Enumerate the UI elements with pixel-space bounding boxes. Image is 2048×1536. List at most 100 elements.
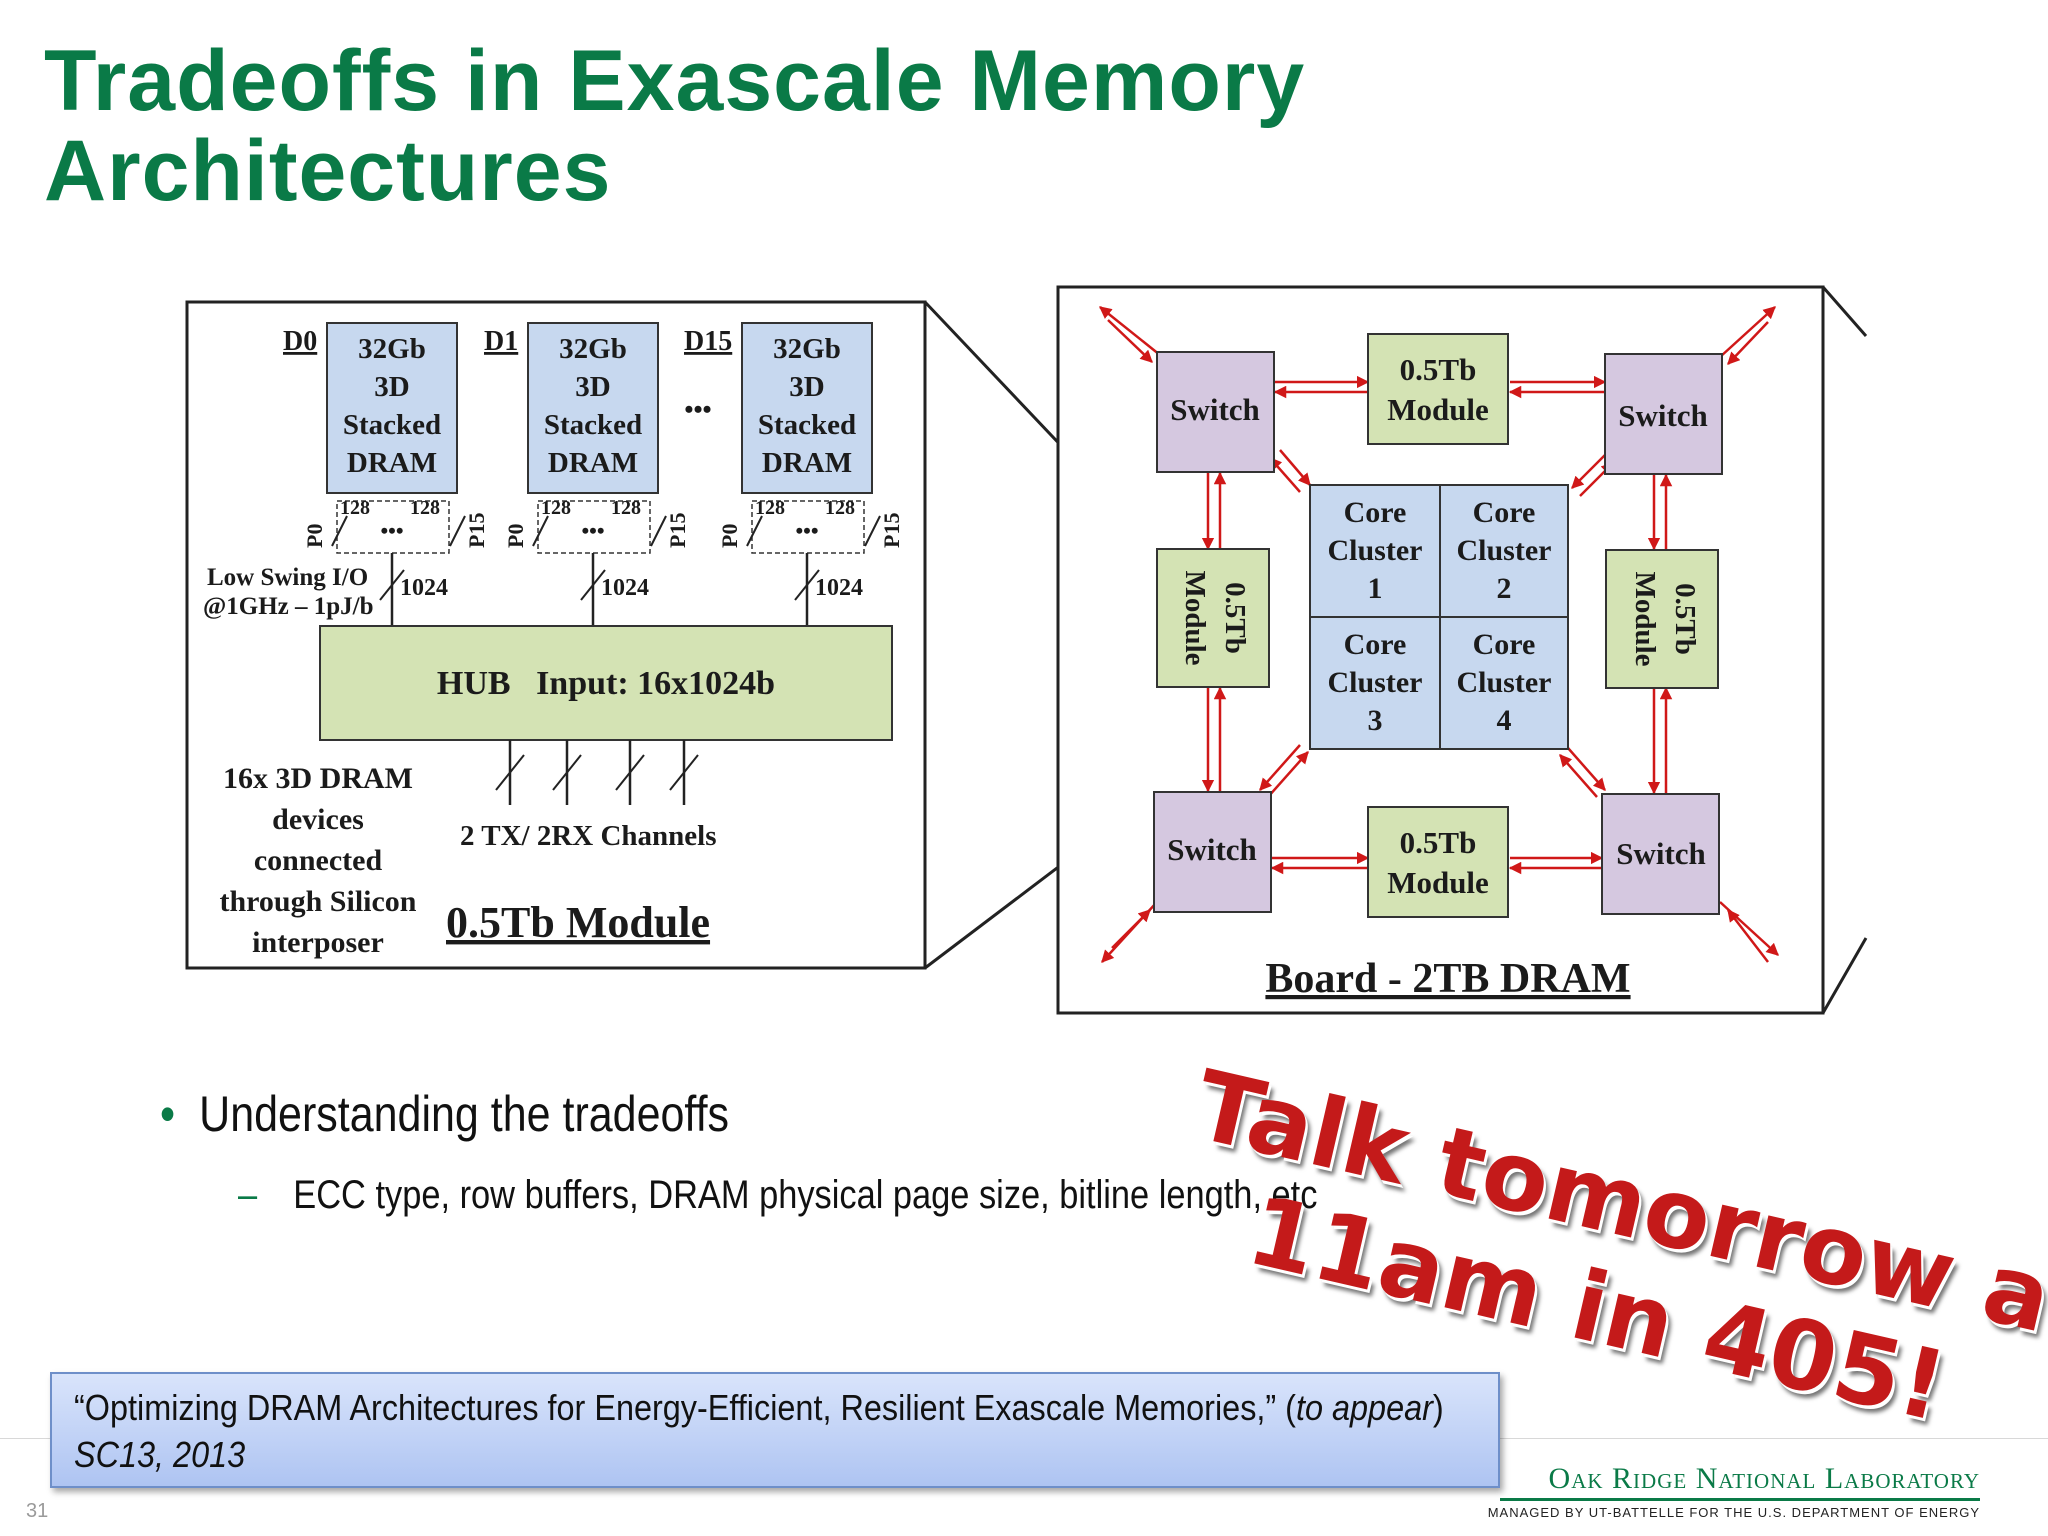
core-1-line-1: Core	[1344, 496, 1407, 529]
link-out-tl-a	[1099, 306, 1161, 356]
hub-block	[319, 625, 893, 741]
citation-quote: “Optimizing DRAM Architectures for Energ…	[74, 1387, 1296, 1428]
port-slash-d15-b	[864, 515, 881, 547]
module-desc-line-4: through Silicon	[219, 885, 416, 918]
switch-bottom-right-label: Switch	[1616, 836, 1706, 871]
dram-d15-line-1: 32Gb	[773, 333, 841, 365]
port-ellipsis-d15: •••	[795, 518, 818, 543]
port-width-d1-b: 128	[611, 497, 641, 519]
ornl-subtitle: MANAGED BY UT-BATTELLE FOR THE U.S. DEPA…	[1487, 1505, 1980, 1520]
citation-note: to appear	[1295, 1387, 1433, 1428]
link-diag-br-a	[1567, 747, 1606, 791]
title-line-2: Architectures	[44, 123, 612, 219]
port-width-d0-b: 128	[410, 497, 440, 519]
switch-top-right-label: Switch	[1618, 398, 1708, 433]
board-edge-top	[1821, 286, 1868, 337]
page-number: 31	[26, 1500, 49, 1522]
dram-d0-line-3: Stacked	[343, 409, 441, 441]
dram-d15-line-3: Stacked	[758, 409, 856, 441]
port-slash-d0-a	[331, 515, 348, 547]
module-top-line-1: 0.5Tb	[1400, 352, 1477, 387]
device-label-d0: D0	[283, 326, 317, 357]
port-last-d0: P15	[464, 513, 489, 548]
port-width-d15-a: 128	[755, 497, 785, 519]
slide-title: Tradeoffs in Exascale Memory Architectur…	[44, 36, 1544, 216]
port-last-d15: P15	[879, 513, 904, 548]
citation-venue: SC13, 2013	[74, 1434, 246, 1475]
core-3-line-3: 3	[1368, 704, 1383, 737]
title-line-1: Tradeoffs in Exascale Memory	[44, 33, 1306, 129]
core-3-line-1: Core	[1344, 628, 1407, 661]
port-ellipsis-d1: •••	[581, 518, 604, 543]
port-slash-d15-a	[746, 515, 763, 547]
port-first-d1: P0	[503, 524, 528, 548]
switch-bottom-right	[1601, 793, 1720, 915]
board-links	[1099, 306, 1779, 963]
module-desc-line-2: devices	[272, 803, 364, 836]
link-out-tl-b	[1107, 319, 1153, 363]
port-first-d15: P0	[717, 524, 742, 548]
citation-close: )	[1432, 1387, 1444, 1428]
board-edge-bottom	[1821, 937, 1868, 1014]
bullet-sub-text: ECC type, row buffers, DRAM physical pag…	[293, 1173, 1318, 1217]
module-left-line-1: 0.5Tb	[1219, 582, 1251, 654]
dram-d1-line-1: 32Gb	[559, 333, 627, 365]
port-width-d1-a: 128	[541, 497, 571, 519]
dram-stack-d15	[741, 322, 873, 494]
channel-slash-4	[669, 754, 699, 791]
dram-d15-line-2: 3D	[789, 371, 824, 403]
bullet-dash-icon: –	[238, 1173, 258, 1217]
core-2-line-2: Cluster	[1457, 534, 1552, 567]
dram-stack-d0	[326, 322, 458, 494]
dram-d1-line-4: DRAM	[548, 447, 638, 479]
port-first-d0: P0	[302, 524, 327, 548]
bus-slash-d15	[794, 569, 820, 601]
core-cluster-1	[1309, 484, 1441, 618]
module-bottom	[1367, 806, 1509, 918]
module-desc-line-1: 16x 3D DRAM	[223, 762, 413, 795]
device-label-d1: D1	[484, 326, 518, 357]
port-width-d0-a: 128	[340, 497, 370, 519]
module-caption: 0.5Tb Module	[446, 898, 710, 947]
module-bottom-line-2: Module	[1387, 865, 1489, 900]
module-right	[1605, 549, 1719, 689]
ornl-name: Oak Ridge National Laboratory	[1548, 1462, 1980, 1495]
dram-d1-line-2: 3D	[575, 371, 610, 403]
module-left	[1156, 548, 1270, 688]
link-out-tr-a	[1719, 306, 1776, 358]
dram-d0-line-2: 3D	[374, 371, 409, 403]
channel-slash-1	[495, 754, 525, 791]
ornl-rule	[1500, 1498, 1980, 1501]
port-ellipsis-d0: •••	[380, 518, 403, 543]
citation-text: “Optimizing DRAM Architectures for Energ…	[74, 1384, 1478, 1478]
citation-box: “Optimizing DRAM Architectures for Energ…	[50, 1372, 1500, 1488]
core-2-line-3: 2	[1497, 572, 1512, 605]
module-left-line-2: Module	[1179, 570, 1211, 665]
core-cluster-4	[1439, 616, 1569, 750]
module-desc-line-5: interposer	[252, 926, 384, 959]
dram-d15-line-4: DRAM	[762, 447, 852, 479]
device-ellipsis: •••	[684, 395, 711, 424]
device-label-d15: D15	[684, 326, 732, 357]
bullet-main-text: Understanding the tradeoffs	[199, 1086, 730, 1142]
port-slash-d1-a	[532, 515, 549, 547]
core-1-line-2: Cluster	[1328, 534, 1423, 567]
module-desc-line-3: connected	[254, 844, 383, 877]
link-diag-tr-a	[1571, 454, 1606, 489]
channels-label: 2 TX/ 2RX Channels	[460, 820, 717, 852]
switch-top-left	[1156, 351, 1275, 473]
module-top	[1367, 333, 1509, 445]
port-slash-d1-b	[650, 515, 667, 547]
core-cluster-2	[1439, 484, 1569, 618]
link-out-bl-b	[1111, 909, 1151, 949]
link-diag-br-b	[1559, 754, 1598, 798]
bus-slash-d1	[580, 569, 606, 601]
module-top-line-2: Module	[1387, 392, 1489, 427]
link-out-br-b	[1727, 909, 1769, 963]
board-panel: Switch Switch Switch Switch 0.5Tb Module…	[1056, 285, 1868, 1015]
core-cluster-3	[1309, 616, 1441, 750]
core-1-line-3: 1	[1368, 572, 1383, 605]
ornl-logo: Oak Ridge National Laboratory MANAGED BY…	[1460, 1462, 1980, 1520]
module-panel: D0 32Gb 3D Stacked DRAM 128 128 ••• P0 P…	[185, 300, 1162, 970]
bullet-main: •Understanding the tradeoffs	[160, 1085, 729, 1143]
